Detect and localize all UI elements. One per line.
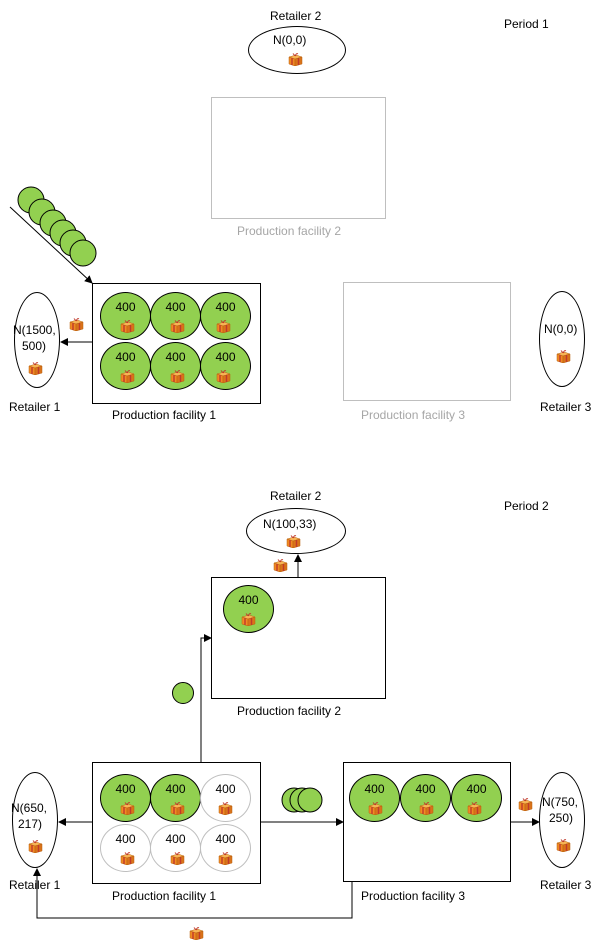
gift-box-icon (119, 369, 135, 384)
unit-circle: 400 (150, 342, 201, 390)
gift-box-icon (215, 369, 231, 384)
retailer-1-state-line2: 217) (18, 817, 43, 831)
gift-box-icon (418, 801, 434, 816)
retailer-1-state-line1: N(1500, (13, 323, 56, 337)
gift-box-icon (169, 801, 185, 816)
unit-circle: 400 (150, 292, 201, 340)
unit-circle: 400 (200, 292, 251, 340)
production-facility-2 (211, 97, 386, 219)
production-facility-1: 400 400 400 400 400 400 (92, 762, 261, 884)
unit-value: 400 (215, 782, 236, 796)
retailer-2-node: N(0,0) (248, 26, 346, 74)
retailer-3-state: N(0,0) (544, 322, 578, 336)
unit-value: 400 (215, 350, 236, 364)
unit-value: 400 (115, 832, 136, 846)
retailer-1-label: Retailer 1 (9, 878, 61, 892)
production-facility-3-label: Production facility 3 (361, 408, 466, 422)
unit-circle: 400 (100, 774, 151, 822)
period-2-label: Period 2 (504, 499, 549, 513)
production-facility-2-label: Production facility 2 (237, 704, 342, 718)
unit-circle: 400 (200, 342, 251, 390)
transfer-arrow (261, 787, 344, 826)
retailer-1-node: N(1500, 500) (13, 292, 60, 388)
retailer-3-state-line1: N(750, (542, 795, 579, 809)
unit-value: 400 (215, 832, 236, 846)
gift-box-icon (367, 801, 383, 816)
gift-box-icon (285, 534, 301, 549)
unit-value: 400 (238, 593, 259, 607)
retailer-1-node: N(650, 217) (11, 772, 58, 868)
retailer-2-node: N(100,33) (246, 508, 346, 554)
incoming-flow-arrow (9, 186, 97, 284)
unit-value: 400 (415, 782, 436, 796)
transit-unit-circle (172, 682, 194, 704)
production-facility-1-label: Production facility 1 (112, 408, 217, 422)
gift-box-icon (119, 801, 135, 816)
gift-box-icon (240, 612, 256, 627)
gift-box-icon (68, 317, 84, 332)
unit-circle: 400 (223, 585, 274, 633)
retailer-1-state-line1: N(650, (11, 801, 48, 815)
unit-value: 400 (165, 832, 186, 846)
production-facility-2-label: Production facility 2 (237, 224, 342, 238)
unit-circle-empty: 400 (200, 824, 251, 872)
unit-circle-empty: 400 (100, 824, 151, 872)
production-facility-2: 400 (211, 577, 386, 699)
production-facility-3 (343, 282, 511, 401)
ship-arrow (33, 868, 353, 919)
gift-box-icon (27, 361, 43, 376)
retailer-3-node: N(750, 250) (539, 772, 585, 868)
gift-box-icon (217, 801, 233, 816)
unit-value: 400 (165, 300, 186, 314)
production-facility-1-label: Production facility 1 (112, 889, 217, 903)
gift-box-icon (217, 851, 233, 866)
retailer-3-label: Retailer 3 (540, 878, 592, 892)
unit-value: 400 (115, 300, 136, 314)
gift-box-icon (27, 839, 43, 854)
retailer-3-label: Retailer 3 (540, 400, 592, 414)
production-facility-3: 400 400 400 (343, 762, 511, 882)
unit-value: 400 (115, 782, 136, 796)
unit-circle: 400 (150, 774, 201, 822)
gift-box-icon (555, 349, 571, 364)
gift-box-icon (466, 801, 482, 816)
gift-box-icon (119, 851, 135, 866)
retailer-2-state: N(0,0) (273, 33, 307, 47)
gift-box-icon (119, 319, 135, 334)
retailer-2-label: Retailer 2 (270, 9, 322, 23)
period-1-label: Period 1 (504, 17, 549, 31)
unit-circle-empty: 400 (150, 824, 201, 872)
unit-circle: 400 (100, 342, 151, 390)
retailer-2-label: Retailer 2 (270, 489, 322, 503)
retailer-3-node: N(0,0) (539, 291, 585, 387)
unit-circle-empty: 400 (200, 774, 251, 822)
gift-box-icon (272, 558, 288, 573)
unit-circle: 400 (400, 774, 451, 822)
production-facility-3-label: Production facility 3 (361, 889, 466, 903)
unit-value: 400 (165, 350, 186, 364)
unit-value: 400 (364, 782, 385, 796)
retailer-3-state-line2: 250) (549, 811, 574, 825)
unit-value: 400 (215, 300, 236, 314)
retailer-2-state: N(100,33) (263, 517, 317, 531)
unit-value: 400 (115, 350, 136, 364)
gift-box-icon (215, 319, 231, 334)
gift-box-icon (169, 369, 185, 384)
gift-box-icon (555, 838, 571, 853)
unit-circle: 400 (349, 774, 400, 822)
unit-value: 400 (165, 782, 186, 796)
production-facility-1: 400 400 400 400 400 400 (92, 283, 261, 404)
gift-box-icon (287, 52, 303, 67)
unit-value: 400 (466, 782, 487, 796)
gift-box-icon (169, 851, 185, 866)
unit-circle: 400 (451, 774, 502, 822)
transfer-arrow (200, 634, 212, 762)
gift-box-icon (188, 926, 204, 941)
gift-box-icon (169, 319, 185, 334)
retailer-1-state-line2: 500) (22, 339, 47, 353)
gift-box-icon (517, 797, 533, 812)
retailer-1-label: Retailer 1 (9, 400, 61, 414)
